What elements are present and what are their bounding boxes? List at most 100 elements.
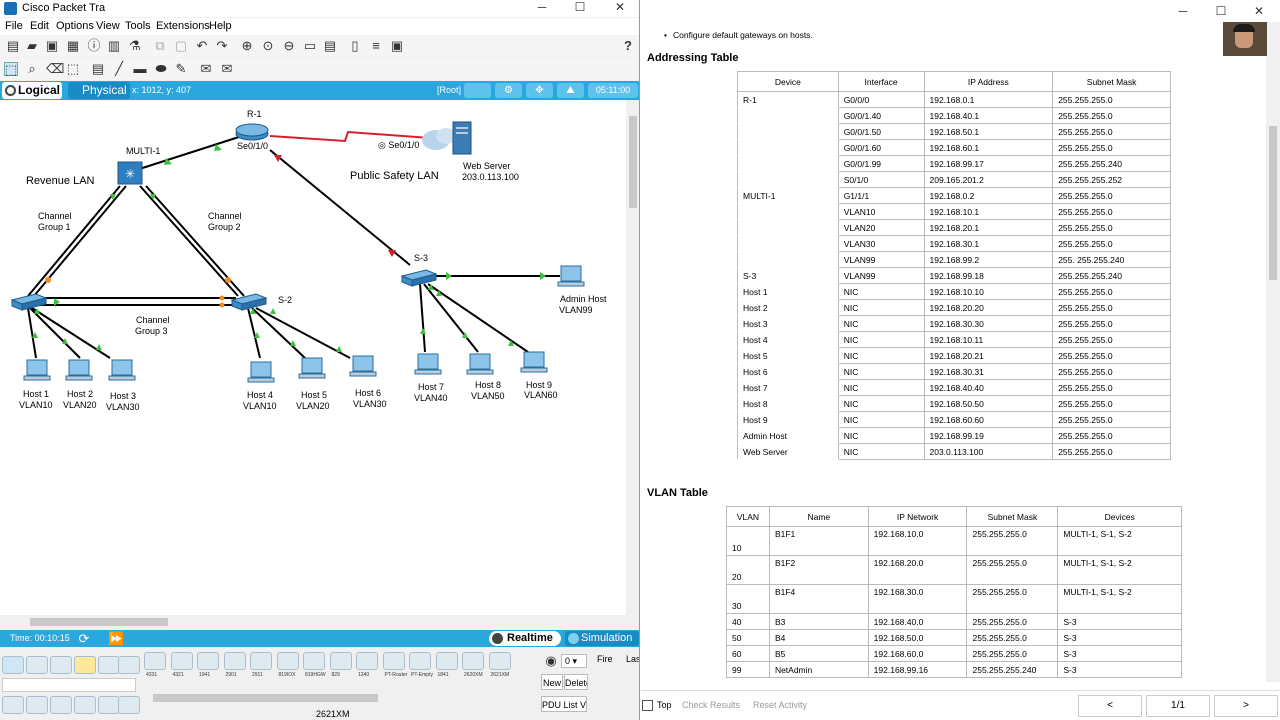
- save-icon[interactable]: ▣: [45, 38, 59, 53]
- subcategory-security-icon[interactable]: [98, 696, 120, 714]
- previous-page-button[interactable]: <: [1078, 695, 1142, 717]
- subcategory-wan-icon[interactable]: [118, 696, 140, 714]
- device-category-components-icon[interactable]: [50, 656, 72, 674]
- instructions-minimize-button[interactable]: ─: [1178, 4, 1188, 18]
- draw-ellipse-icon[interactable]: ⬬: [155, 61, 167, 76]
- network-info-icon[interactable]: ▥: [107, 38, 121, 53]
- simulation-button[interactable]: Simulation: [565, 631, 639, 646]
- device-model-router-icon[interactable]: [303, 652, 325, 670]
- delete-tool-icon[interactable]: ⌫: [46, 61, 65, 76]
- device-model-router-icon[interactable]: [356, 652, 378, 670]
- menu-view[interactable]: View: [96, 20, 120, 32]
- resize-shape-icon[interactable]: ⬚: [66, 61, 80, 76]
- device-category-network-icon[interactable]: [2, 656, 24, 674]
- device-model-router-icon[interactable]: [462, 652, 484, 670]
- select-tool-icon[interactable]: ⬚: [4, 62, 18, 77]
- new-file-icon[interactable]: ▤: [6, 38, 20, 53]
- category-search-field[interactable]: [2, 678, 136, 692]
- place-note-icon[interactable]: ▤: [91, 61, 105, 76]
- menu-extensions[interactable]: Extensions: [156, 20, 210, 32]
- device-model-router-icon[interactable]: [144, 652, 166, 670]
- inspect-icon[interactable]: ⌕: [28, 61, 36, 76]
- fast-forward-icon[interactable]: ⏩: [108, 631, 125, 646]
- instructions-content[interactable]: Configure default gateways on hosts. Add…: [641, 22, 1266, 682]
- custom-device-icon[interactable]: ▤: [323, 38, 337, 53]
- paste-icon[interactable]: ▢: [174, 38, 188, 53]
- subcategory-hubs-icon[interactable]: [50, 696, 72, 714]
- top-checkbox[interactable]: [642, 700, 653, 711]
- tab-logical[interactable]: Logical: [2, 82, 62, 99]
- zoom-reset-icon[interactable]: ⊙: [262, 38, 274, 53]
- pdu-list-button[interactable]: PDU List V: [541, 696, 587, 712]
- subcategory-routers-icon[interactable]: [2, 696, 24, 714]
- instructions-scrollbar[interactable]: [1266, 22, 1280, 682]
- scenario-select[interactable]: 0 ▾: [561, 654, 587, 668]
- device-model-router-icon[interactable]: [435, 652, 458, 670]
- topology-canvas[interactable]: ✳: [0, 100, 626, 615]
- root-label[interactable]: [Root]: [437, 85, 462, 95]
- drawing-palette-icon[interactable]: ▭: [303, 38, 317, 53]
- complex-pdu-icon[interactable]: ✉: [221, 61, 233, 76]
- next-page-button[interactable]: >: [1214, 695, 1278, 717]
- device-category-misc-icon[interactable]: [98, 656, 120, 674]
- network-controller-icon[interactable]: ≡: [372, 38, 380, 53]
- device-model-router-icon[interactable]: [197, 652, 219, 670]
- instructions-close-button[interactable]: ✕: [1253, 4, 1265, 18]
- host2-vlan-label: VLAN20: [63, 400, 97, 410]
- menu-help[interactable]: Help: [209, 20, 232, 32]
- device-list-scrollbar[interactable]: [143, 692, 523, 704]
- zoom-in-icon[interactable]: ⊕: [241, 38, 253, 53]
- minimize-button[interactable]: ─: [537, 0, 547, 14]
- device-model-router-icon[interactable]: [382, 652, 405, 670]
- copy-icon[interactable]: ⧉: [155, 38, 165, 53]
- draw-rectangle-icon[interactable]: ▬: [133, 61, 147, 76]
- info-icon[interactable]: ⓘ: [87, 38, 101, 53]
- reset-activity-button[interactable]: Reset Activity: [753, 700, 808, 710]
- menu-options[interactable]: Options: [56, 20, 94, 32]
- maximize-button[interactable]: ☐: [574, 0, 586, 14]
- cluster-icon[interactable]: ⚙: [495, 83, 522, 98]
- simple-pdu-icon[interactable]: ✉: [200, 61, 212, 76]
- device-model-router-icon[interactable]: [223, 652, 246, 670]
- device-model-router-icon[interactable]: [329, 652, 352, 670]
- draw-line-icon[interactable]: ╱: [115, 61, 123, 76]
- device-model-router-icon[interactable]: [276, 652, 299, 670]
- tab-physical[interactable]: Physical: [68, 82, 130, 99]
- canvas-vertical-scrollbar[interactable]: [626, 100, 639, 615]
- device-category-connections-icon[interactable]: [74, 656, 96, 674]
- new-scenario-button[interactable]: New: [541, 674, 563, 690]
- move-object-icon[interactable]: ✥: [526, 83, 553, 98]
- check-results-button[interactable]: Check Results: [682, 700, 741, 710]
- wizard-icon[interactable]: ⚗: [129, 38, 141, 53]
- power-cycle-icon[interactable]: ⟳: [78, 631, 90, 646]
- device-category-end-icon[interactable]: [26, 656, 48, 674]
- print-icon[interactable]: ▦: [66, 38, 80, 53]
- help-icon[interactable]: ?: [624, 38, 632, 53]
- delete-scenario-button[interactable]: Delete: [564, 674, 588, 690]
- canvas-horizontal-scrollbar[interactable]: [0, 615, 626, 629]
- back-button[interactable]: [464, 83, 491, 98]
- menu-tools[interactable]: Tools: [125, 20, 151, 32]
- device-model-router-icon[interactable]: [170, 652, 193, 670]
- addressing-table-cell: 255.255.255.0: [1052, 203, 1171, 220]
- viewport-icon[interactable]: ▯: [351, 38, 359, 53]
- device-model-router-icon[interactable]: [488, 652, 511, 670]
- zoom-out-icon[interactable]: ⊖: [283, 38, 295, 53]
- device-model-router-icon[interactable]: [409, 652, 431, 670]
- menu-edit[interactable]: Edit: [30, 20, 49, 32]
- open-folder-icon[interactable]: ▰: [27, 38, 37, 53]
- undo-icon[interactable]: ↶: [196, 38, 208, 53]
- realtime-button[interactable]: Realtime: [489, 631, 561, 646]
- redo-icon[interactable]: ↷: [216, 38, 228, 53]
- close-button[interactable]: ✕: [614, 0, 626, 14]
- subcategory-wireless-icon[interactable]: [74, 696, 96, 714]
- freeform-icon[interactable]: ✎: [175, 61, 187, 76]
- device-model-router-icon[interactable]: [250, 652, 272, 670]
- subcategory-switches-icon[interactable]: [26, 696, 48, 714]
- background-image-icon[interactable]: ⛰: [557, 83, 584, 98]
- device-category-multiuser-icon[interactable]: [118, 656, 140, 674]
- menu-file[interactable]: File: [5, 20, 23, 32]
- screenshot-icon[interactable]: ▣: [390, 38, 404, 53]
- instructions-maximize-button[interactable]: ☐: [1215, 4, 1227, 18]
